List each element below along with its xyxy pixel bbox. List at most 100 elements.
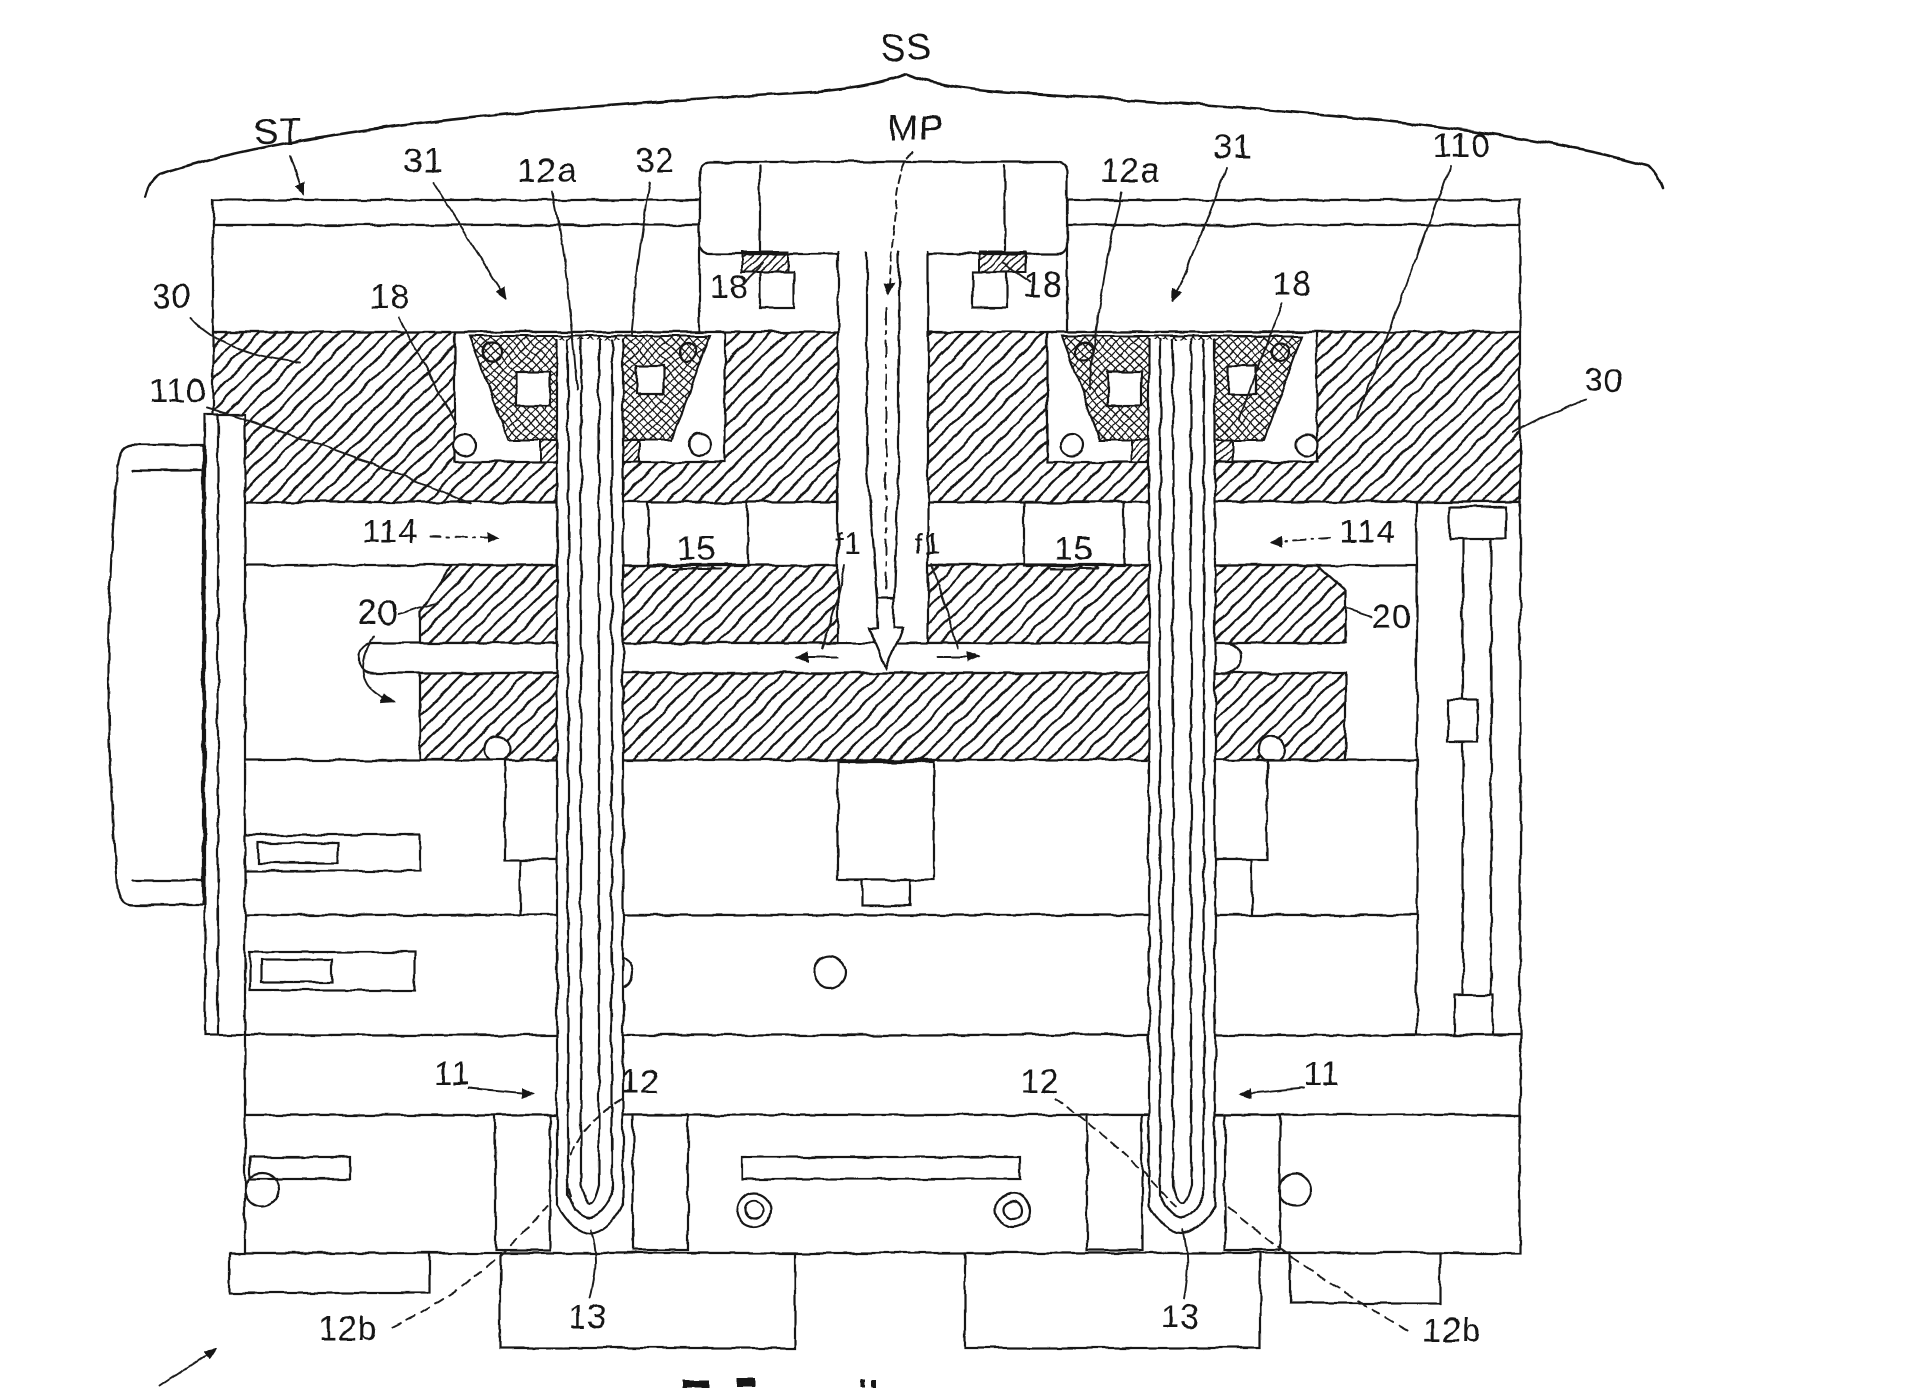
label-ref18-2: 18 [709, 268, 749, 306]
core-pin-left [555, 338, 625, 1235]
leader-f1-right [931, 563, 959, 649]
label-ref31-right: 31 [1213, 128, 1253, 166]
leader-ref110-left [206, 407, 472, 505]
bolt-hole-bottom-right [1277, 1172, 1313, 1208]
outboard-clamp-plate [107, 443, 205, 907]
leader-ref18-4 [1238, 302, 1283, 421]
tie-bar-top-key [1448, 505, 1508, 541]
block-15-right [1022, 500, 1126, 568]
flow-arrows [159, 307, 980, 1387]
label-ref18-1: 18 [370, 278, 410, 316]
gate-curl-20-left [362, 635, 395, 704]
support-pillar-right [1210, 758, 1269, 862]
sprue-clearance [838, 252, 928, 642]
label-ref20-right: 20 [1372, 598, 1412, 636]
figure-pointer [159, 1347, 217, 1387]
top-thin-plate-right [1065, 198, 1522, 227]
leader-st [289, 155, 305, 196]
tie-bar-foot [1453, 993, 1495, 1037]
tie-bar-rods [1461, 537, 1493, 1037]
sprue-taper [865, 468, 901, 600]
leader-ref12-left [566, 1098, 623, 1213]
ring-seat-left [735, 1191, 773, 1229]
ring-seat-right [994, 1191, 1032, 1229]
leader-ref12a-right [1088, 191, 1123, 391]
label-ref13-left: 13 [568, 1298, 608, 1336]
sprue-sleeve-walls [836, 250, 930, 644]
label-ref12a-left: 12a [517, 152, 577, 190]
label-ref11-left: 11 [433, 1055, 470, 1093]
riser-plate [243, 1033, 1522, 1117]
lower-plate-hole-right [1257, 734, 1287, 764]
leader-ref32 [630, 181, 651, 335]
label-ss: SS [880, 27, 933, 69]
die-bolt-4 [1294, 432, 1320, 458]
insert-bolt-left-1 [481, 341, 503, 363]
label-ref30-right: 30 [1584, 362, 1624, 400]
die-bolt-1 [452, 432, 478, 458]
leader-ref11-left [468, 1087, 535, 1099]
label-ref110-right: 110 [1433, 127, 1490, 165]
melt-flow-down-arrow [867, 596, 905, 671]
label-ref114-right: 114 [1339, 513, 1396, 551]
retainer-left-inner [631, 1113, 690, 1252]
leader-ref20-right [1346, 608, 1372, 618]
bushing-step-right [971, 270, 1009, 310]
label-ref114-left: 114 [361, 513, 418, 551]
leader-ref31-left [432, 181, 508, 300]
pour-block-bore-walls [758, 164, 1007, 254]
leader-ref114-left [429, 532, 500, 544]
support-plate [243, 913, 1522, 1037]
ss-brace [144, 72, 1664, 198]
insert-key-right-1 [1106, 370, 1144, 408]
leader-ref30-right [1512, 399, 1586, 434]
leader-ref12b-left [392, 1205, 548, 1328]
leader-ref110-right [1355, 166, 1451, 421]
foot-outer-right [1288, 1251, 1442, 1305]
tie-bar-stop [1446, 698, 1480, 744]
bushing-step-left [758, 270, 796, 310]
outboard-clamp-lips [131, 468, 205, 882]
side-lock-pin [260, 958, 334, 984]
label-ref13-right: 13 [1160, 1298, 1200, 1336]
sprue-puller-step [860, 878, 912, 908]
cutoff-mark-1 [683, 1380, 709, 1387]
label-ref12a-right: 12a [1100, 152, 1160, 190]
leader-ref30-left [190, 317, 301, 363]
outboard-bar [203, 413, 247, 1037]
ring-seat-right-inner [1002, 1199, 1024, 1221]
top-thin-plate-left [211, 198, 702, 227]
cutoff-mark-4 [872, 1380, 877, 1388]
leader-ref12b-right [1225, 1205, 1408, 1331]
cutoff-mark-3 [860, 1380, 865, 1388]
label-ref31-left: 31 [404, 142, 444, 180]
slot-bar-center [741, 1155, 1022, 1181]
core-pin-right [1147, 338, 1217, 1235]
cutoff-mark-2 [737, 1378, 755, 1387]
lower-plate-hole-left [482, 734, 512, 764]
leader-ref12-right [1055, 1098, 1179, 1211]
label-ref12-left: 12 [620, 1063, 660, 1101]
top-clamp-plate-left [211, 223, 702, 334]
slot-bar-left [248, 1155, 352, 1181]
leader-ref20-left [397, 602, 439, 615]
runner-channel [358, 641, 1242, 675]
insert-key-left-3 [634, 364, 666, 396]
leader-ref13-left [589, 1229, 597, 1299]
label-mp: MP [888, 107, 944, 148]
foot-outer-left [228, 1251, 432, 1295]
label-ref12b-left: 12b [318, 1310, 378, 1348]
insert-bolt-left-2 [677, 341, 699, 363]
label-st: ST [254, 111, 302, 152]
label-ref30-left: 30 [152, 278, 192, 316]
leader-ref11-right [1239, 1087, 1305, 1099]
foot-left [498, 1251, 797, 1350]
insert-bolt-right-2 [1269, 341, 1291, 363]
pour-block [698, 160, 1069, 256]
support-pillar-left [503, 758, 562, 862]
leader-ref31-right [1172, 167, 1227, 302]
label-ref12b-right: 12b [1422, 1312, 1482, 1350]
die-bolt-2 [687, 432, 713, 458]
latch-pin [256, 841, 340, 865]
